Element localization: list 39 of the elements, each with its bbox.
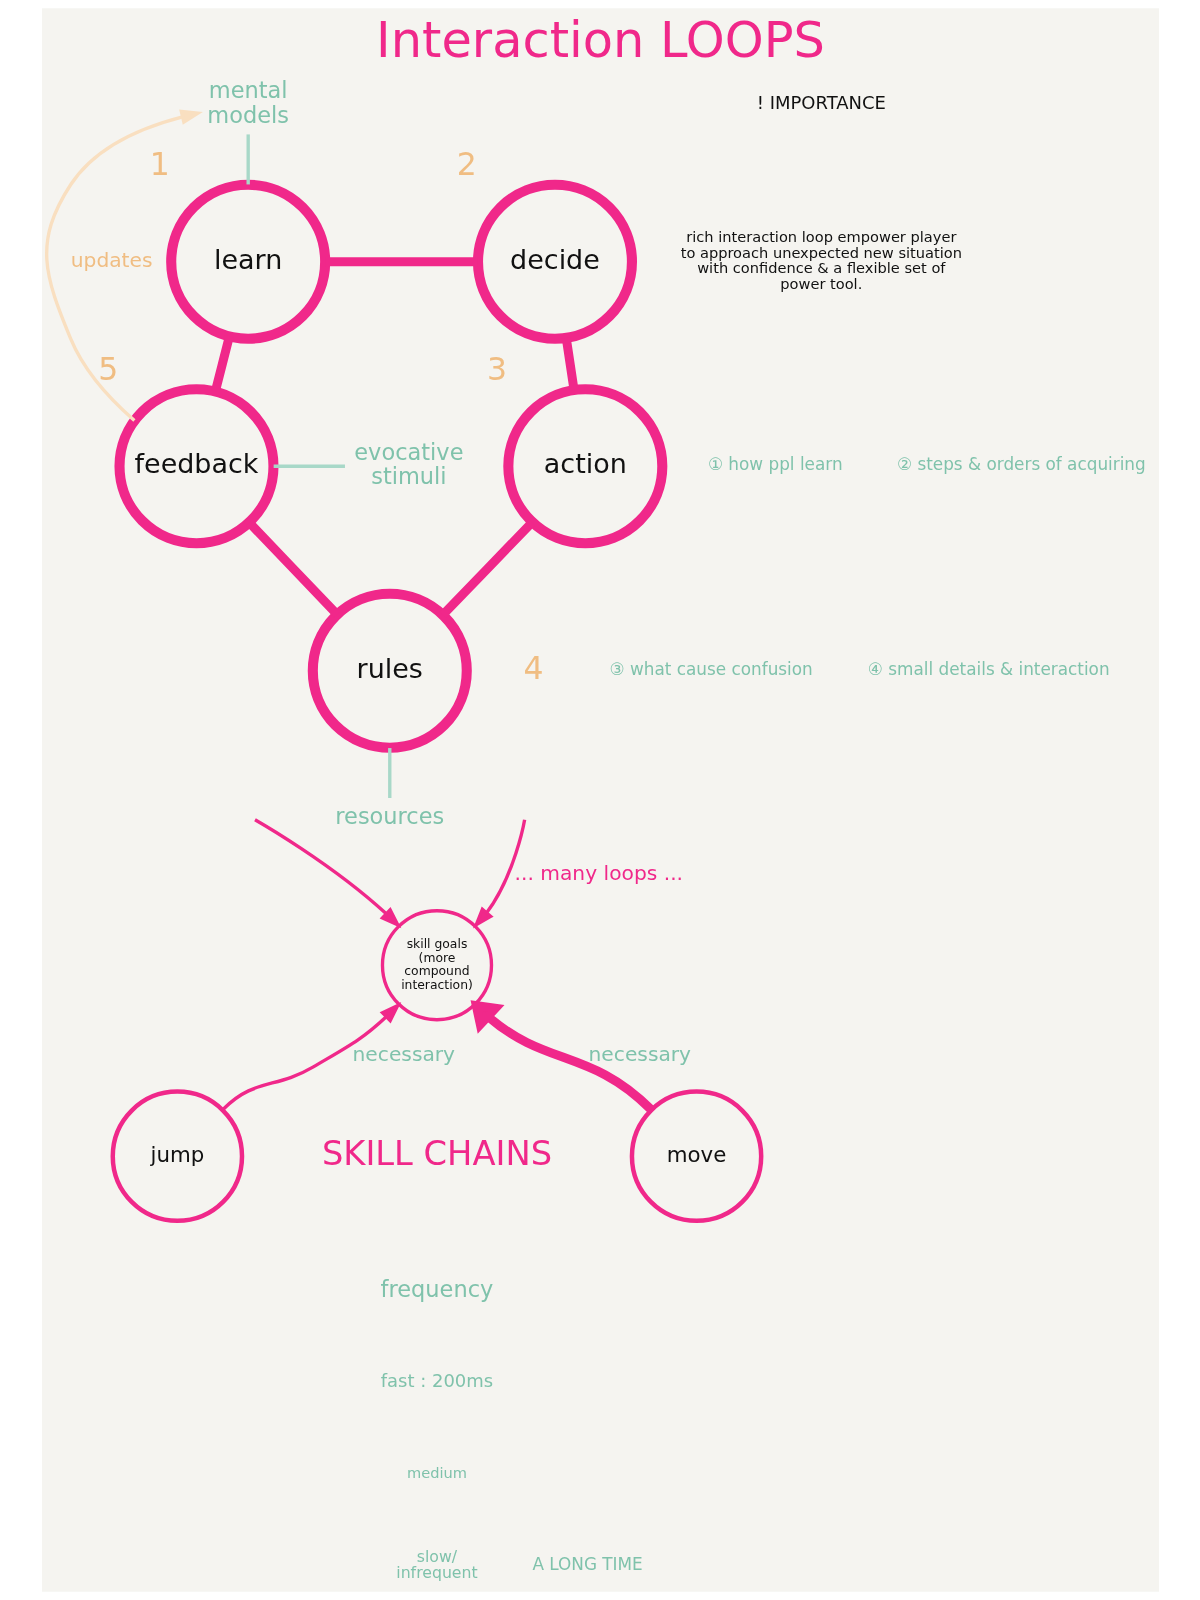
arrow — [253, 818, 401, 929]
edge-label: necessary — [588, 1041, 691, 1066]
connector — [387, 748, 391, 798]
arrow — [470, 1000, 654, 1113]
label: ! IMPORTANCE — [756, 92, 886, 114]
label: ④ small details & interaction — [867, 658, 1110, 679]
label: SKILL CHAINS — [321, 1133, 552, 1173]
label: ① how ppl learn — [707, 454, 843, 475]
label: frequency — [380, 1276, 493, 1303]
node-circle: learn — [165, 179, 330, 344]
arrow — [472, 819, 526, 929]
edge-label: ... many loops ... — [514, 860, 683, 885]
diagram-title: Interaction LOOPS — [375, 10, 825, 69]
node-circle: action — [502, 384, 667, 549]
node-label: 5 — [97, 350, 118, 387]
node-circle: jump — [110, 1089, 244, 1224]
node-circle: rules — [307, 588, 472, 753]
arrow — [44, 109, 203, 422]
node-text: mental models — [206, 77, 289, 128]
edge-label: necessary — [352, 1041, 455, 1066]
connector — [246, 134, 250, 185]
node-text: resources — [334, 803, 444, 830]
label: ② steps & orders of acquiring — [896, 454, 1146, 475]
connector — [439, 519, 535, 618]
label: A LONG TIME — [531, 1553, 643, 1574]
label: ③ what cause confusion — [609, 658, 813, 679]
node-circle: decide — [472, 179, 637, 344]
node-circle: feedback — [113, 384, 279, 549]
node-label: 4 — [523, 649, 544, 686]
node-text: evocative stimuli — [353, 438, 463, 490]
arrow — [221, 1002, 401, 1111]
label: slow/ infrequent — [395, 1546, 478, 1583]
edge-label: updates — [70, 247, 153, 272]
label: rich interaction loop empower player to approach unexpected new situation with confidence & a flexible set of power tool. — [680, 227, 962, 293]
node-label: 3 — [486, 350, 507, 387]
label: fast : 200ms — [380, 1369, 493, 1391]
node-circle: move — [629, 1089, 763, 1224]
connector — [273, 464, 345, 468]
label: medium — [406, 1463, 467, 1481]
